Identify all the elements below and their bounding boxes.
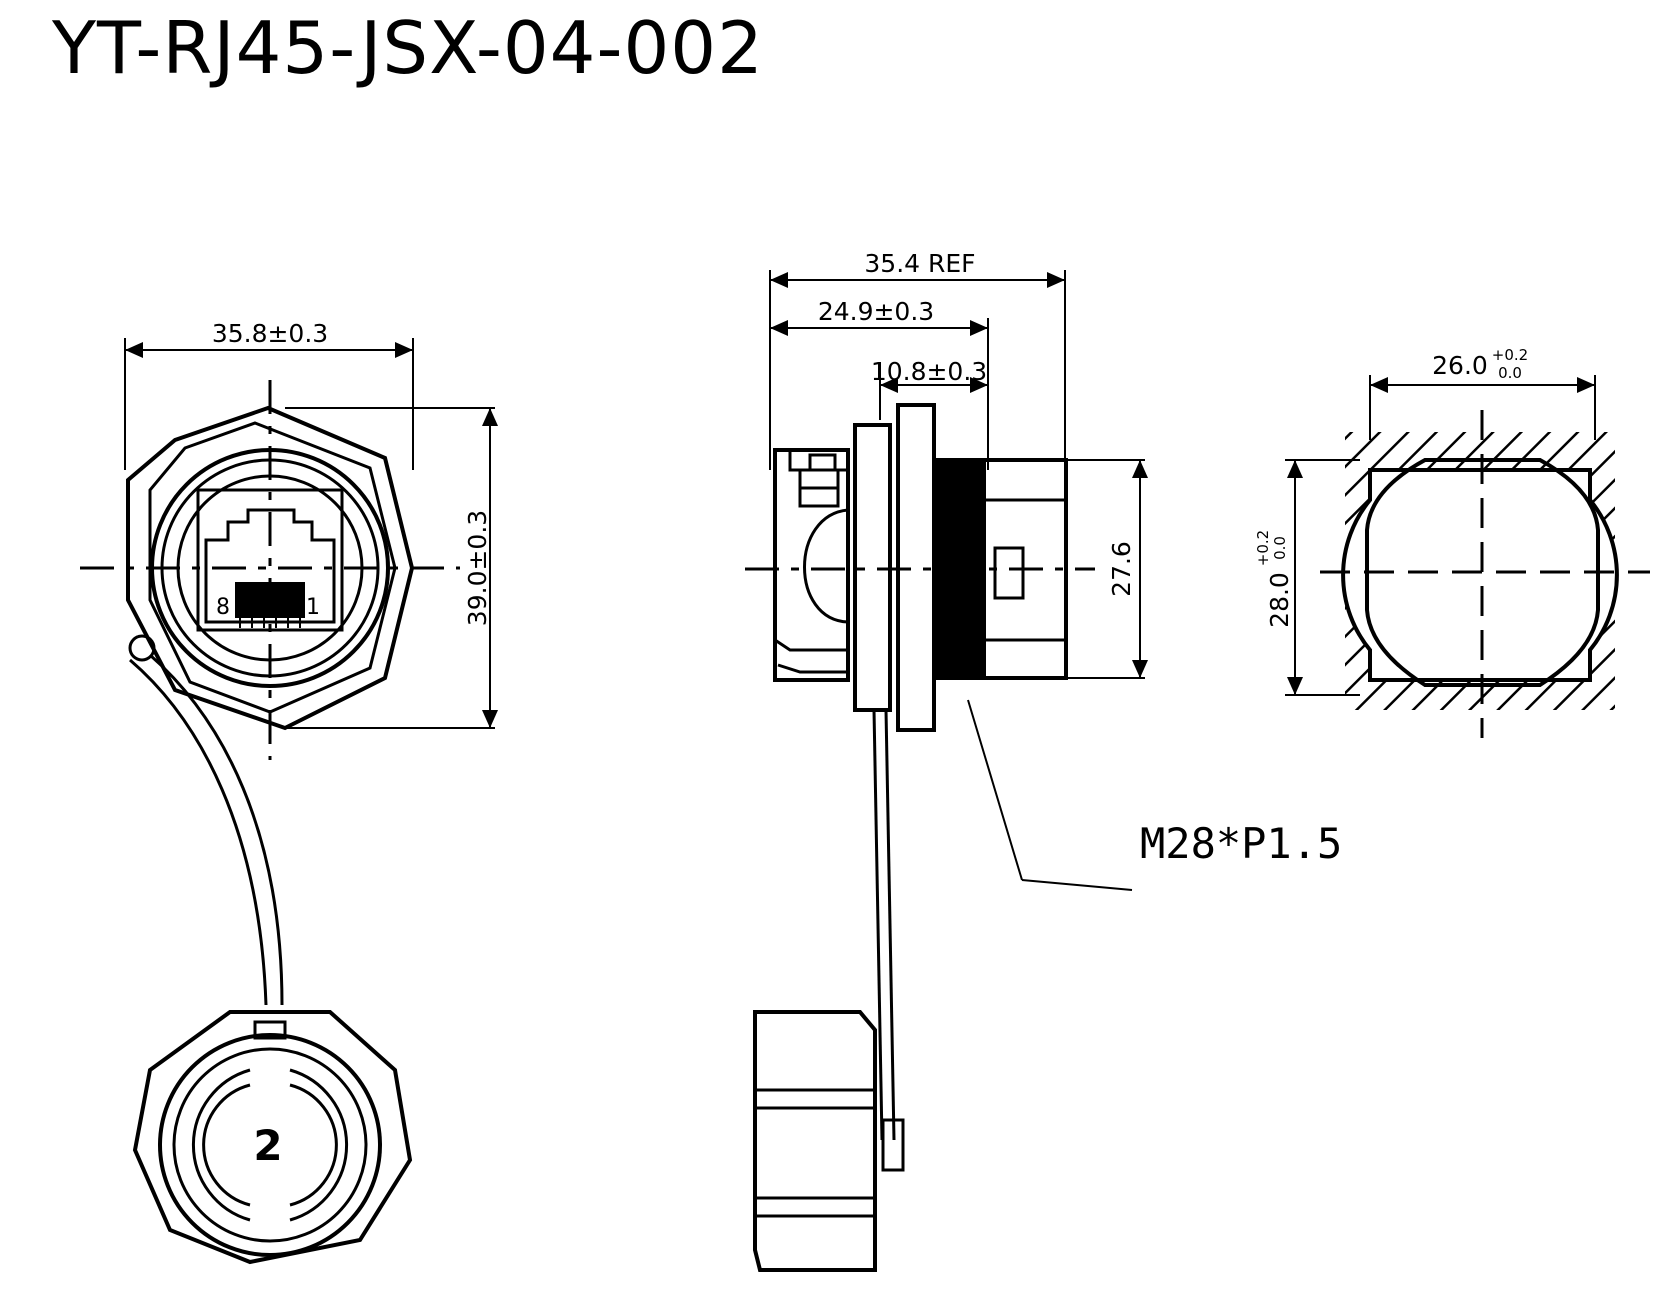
front-view: 35.8±0.3 39.0±0.3 8 1: [80, 319, 498, 1265]
cutout-height-tol-lower: 0.0: [1271, 536, 1289, 560]
cutout-height-dimension: 28.0: [1265, 572, 1294, 628]
cutout-width-dimension: 26.0: [1432, 351, 1488, 380]
side-view: 35.4 REF 24.9±0.3 10.8±0.3 27.6: [745, 249, 1342, 1272]
side-mid-dimension: 24.9±0.3: [818, 297, 934, 326]
side-height-dimension: 27.6: [1107, 541, 1136, 597]
front-width-dimension: 35.8±0.3: [212, 319, 328, 348]
cutout-height-tol-upper: +0.2: [1254, 530, 1272, 566]
side-overall-dimension: 35.4 REF: [864, 249, 975, 278]
pin-1-label: 1: [306, 595, 320, 620]
pin-8-label: 8: [216, 595, 230, 620]
cutout-width-tol-upper: +0.2: [1492, 346, 1528, 364]
cutout-view: 26.0 +0.2 0.0 28.0 +0.2 0.0: [1254, 346, 1650, 738]
cutout-width-tol-lower: 0.0: [1498, 364, 1522, 382]
drawing-title: YT-RJ45-JSX-04-002: [52, 6, 764, 90]
thread-callout: M28*P1.5: [1140, 819, 1342, 868]
cap-number-label: 2: [253, 1121, 282, 1170]
side-short-dimension: 10.8±0.3: [871, 357, 987, 386]
front-height-dimension: 39.0±0.3: [463, 510, 492, 626]
